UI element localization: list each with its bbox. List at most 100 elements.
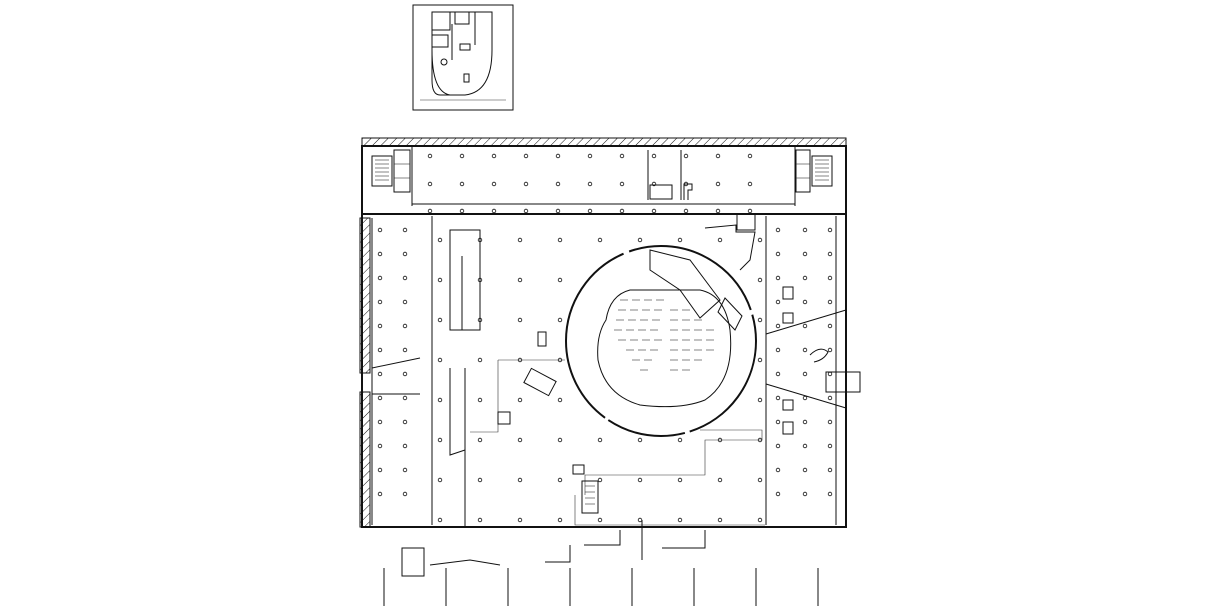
key-plan-outline bbox=[431, 11, 493, 96]
north-wall-hatch bbox=[361, 137, 847, 147]
structural-column bbox=[597, 237, 603, 243]
structural-column bbox=[427, 208, 433, 214]
structural-column bbox=[427, 153, 433, 159]
structural-column bbox=[802, 443, 808, 449]
structural-column bbox=[827, 227, 833, 233]
structural-column bbox=[747, 208, 753, 214]
structural-column bbox=[402, 491, 408, 497]
structural-column bbox=[775, 251, 781, 257]
structural-column bbox=[802, 419, 808, 425]
auditorium-seating-area bbox=[597, 289, 732, 408]
structural-column bbox=[683, 208, 689, 214]
structural-column bbox=[757, 517, 763, 523]
structural-column bbox=[717, 477, 723, 483]
structural-column bbox=[377, 227, 383, 233]
structural-column bbox=[757, 317, 763, 323]
structural-column bbox=[517, 237, 523, 243]
structural-column bbox=[827, 251, 833, 257]
structural-column bbox=[557, 237, 563, 243]
structural-column bbox=[597, 517, 603, 523]
structural-column bbox=[377, 323, 383, 329]
seating-rows bbox=[614, 299, 714, 371]
structural-column bbox=[597, 437, 603, 443]
structural-column bbox=[459, 181, 465, 187]
structural-column bbox=[477, 237, 483, 243]
structural-column bbox=[402, 227, 408, 233]
structural-column bbox=[802, 371, 808, 377]
structural-column bbox=[757, 277, 763, 283]
structural-column bbox=[717, 517, 723, 523]
structural-column bbox=[715, 153, 721, 159]
structural-column bbox=[477, 317, 483, 323]
structural-column bbox=[523, 153, 529, 159]
structural-column bbox=[557, 277, 563, 283]
structural-column bbox=[377, 419, 383, 425]
structural-column bbox=[377, 491, 383, 497]
key-plan-frame bbox=[412, 4, 514, 111]
structural-column bbox=[557, 437, 563, 443]
structural-column bbox=[557, 477, 563, 483]
structural-column bbox=[802, 467, 808, 473]
structural-column bbox=[637, 237, 643, 243]
structural-column bbox=[587, 208, 593, 214]
structural-column bbox=[597, 477, 603, 483]
structural-column bbox=[437, 397, 443, 403]
structural-column bbox=[491, 208, 497, 214]
structural-column bbox=[827, 371, 833, 377]
structural-column bbox=[437, 477, 443, 483]
structural-column bbox=[717, 437, 723, 443]
structural-column bbox=[677, 237, 683, 243]
structural-column bbox=[677, 517, 683, 523]
structural-column bbox=[827, 419, 833, 425]
structural-column bbox=[802, 251, 808, 257]
structural-column bbox=[523, 208, 529, 214]
stair-core-east-lower bbox=[782, 421, 794, 435]
structural-column bbox=[651, 181, 657, 187]
structural-column bbox=[677, 437, 683, 443]
structural-column bbox=[757, 397, 763, 403]
structural-column bbox=[683, 153, 689, 159]
structural-column bbox=[677, 477, 683, 483]
structural-column bbox=[517, 317, 523, 323]
structural-column bbox=[557, 357, 563, 363]
structural-column bbox=[757, 237, 763, 243]
structural-column bbox=[775, 467, 781, 473]
stair-north-east bbox=[795, 149, 833, 193]
structural-column bbox=[437, 357, 443, 363]
structural-column bbox=[557, 397, 563, 403]
structural-column bbox=[827, 275, 833, 281]
main-floor-plan bbox=[359, 137, 861, 606]
structural-column bbox=[517, 277, 523, 283]
structural-column bbox=[477, 517, 483, 523]
structural-column bbox=[402, 467, 408, 473]
structural-column bbox=[402, 251, 408, 257]
structural-column bbox=[757, 477, 763, 483]
structural-column bbox=[775, 275, 781, 281]
stair-north-west bbox=[371, 149, 411, 193]
structural-column bbox=[459, 153, 465, 159]
column-grid bbox=[377, 153, 833, 523]
structural-column bbox=[587, 181, 593, 187]
structural-column bbox=[683, 181, 689, 187]
structural-column bbox=[377, 275, 383, 281]
structural-column bbox=[802, 299, 808, 305]
structural-column bbox=[651, 153, 657, 159]
structural-column bbox=[517, 437, 523, 443]
structural-column bbox=[587, 153, 593, 159]
structural-column bbox=[715, 181, 721, 187]
structural-column bbox=[827, 491, 833, 497]
structural-column bbox=[377, 347, 383, 353]
structural-column bbox=[459, 208, 465, 214]
structural-column bbox=[377, 395, 383, 401]
structural-column bbox=[402, 323, 408, 329]
structural-column bbox=[827, 395, 833, 401]
structural-column bbox=[757, 437, 763, 443]
structural-column bbox=[402, 371, 408, 377]
structural-column bbox=[437, 437, 443, 443]
structural-column bbox=[477, 397, 483, 403]
structural-column bbox=[402, 347, 408, 353]
structural-column bbox=[557, 517, 563, 523]
structural-column bbox=[377, 299, 383, 305]
structural-column bbox=[437, 317, 443, 323]
structural-column bbox=[827, 467, 833, 473]
